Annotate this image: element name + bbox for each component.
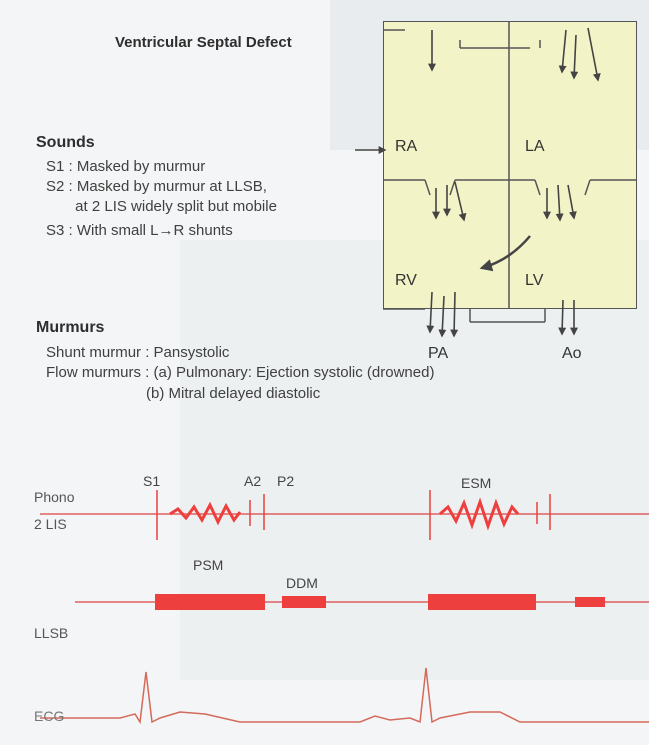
llsb-trace xyxy=(75,594,649,610)
diagram-title: Ventricular Septal Defect xyxy=(115,34,292,51)
event-label-s1: S1 xyxy=(143,473,161,489)
trace-label-llsb: LLSB xyxy=(34,625,69,641)
phono-2lis-trace xyxy=(40,490,649,540)
event-label-p2: P2 xyxy=(277,473,295,489)
event-label-psm: PSM xyxy=(193,557,224,573)
trace-label-phono: Phono xyxy=(34,489,75,505)
murmurs-line: Flow murmurs : (a) Pulmonary: Ejection s… xyxy=(46,364,435,381)
label-ao: Ao xyxy=(562,345,582,362)
ecg-trace xyxy=(40,667,649,725)
event-label-a2: A2 xyxy=(244,473,262,489)
sounds-line: S1 : Masked by murmur xyxy=(46,158,206,175)
event-label-ddm: DDM xyxy=(286,575,318,591)
label-lv: LV xyxy=(525,272,544,289)
trace-label-ecg: ECG xyxy=(34,708,65,724)
flow-arrows xyxy=(355,27,601,338)
sounds-line: at 2 LIS widely split but mobile xyxy=(46,198,277,215)
heart-partitions xyxy=(383,21,637,309)
heart-diagram xyxy=(383,21,637,309)
label-la: LA xyxy=(525,138,545,155)
label-ra: RA xyxy=(395,138,418,155)
label-rv: RV xyxy=(395,272,417,289)
vessel-walls xyxy=(383,29,546,323)
trace-label-2lis: 2 LIS xyxy=(34,516,67,532)
sounds-heading: Sounds xyxy=(36,134,95,151)
sounds-line: S2 : Masked by murmur at LLSB, xyxy=(46,178,267,195)
shunt-arrow xyxy=(479,235,531,272)
murmurs-line: Shunt murmur : Pansystolic xyxy=(46,344,230,361)
murmurs-heading: Murmurs xyxy=(36,319,105,336)
label-pa: PA xyxy=(428,345,449,362)
murmurs-line: (b) Mitral delayed diastolic xyxy=(46,385,321,402)
sounds-line: S3 : With small L→R shunts xyxy=(46,222,233,239)
event-label-esm: ESM xyxy=(461,475,492,491)
